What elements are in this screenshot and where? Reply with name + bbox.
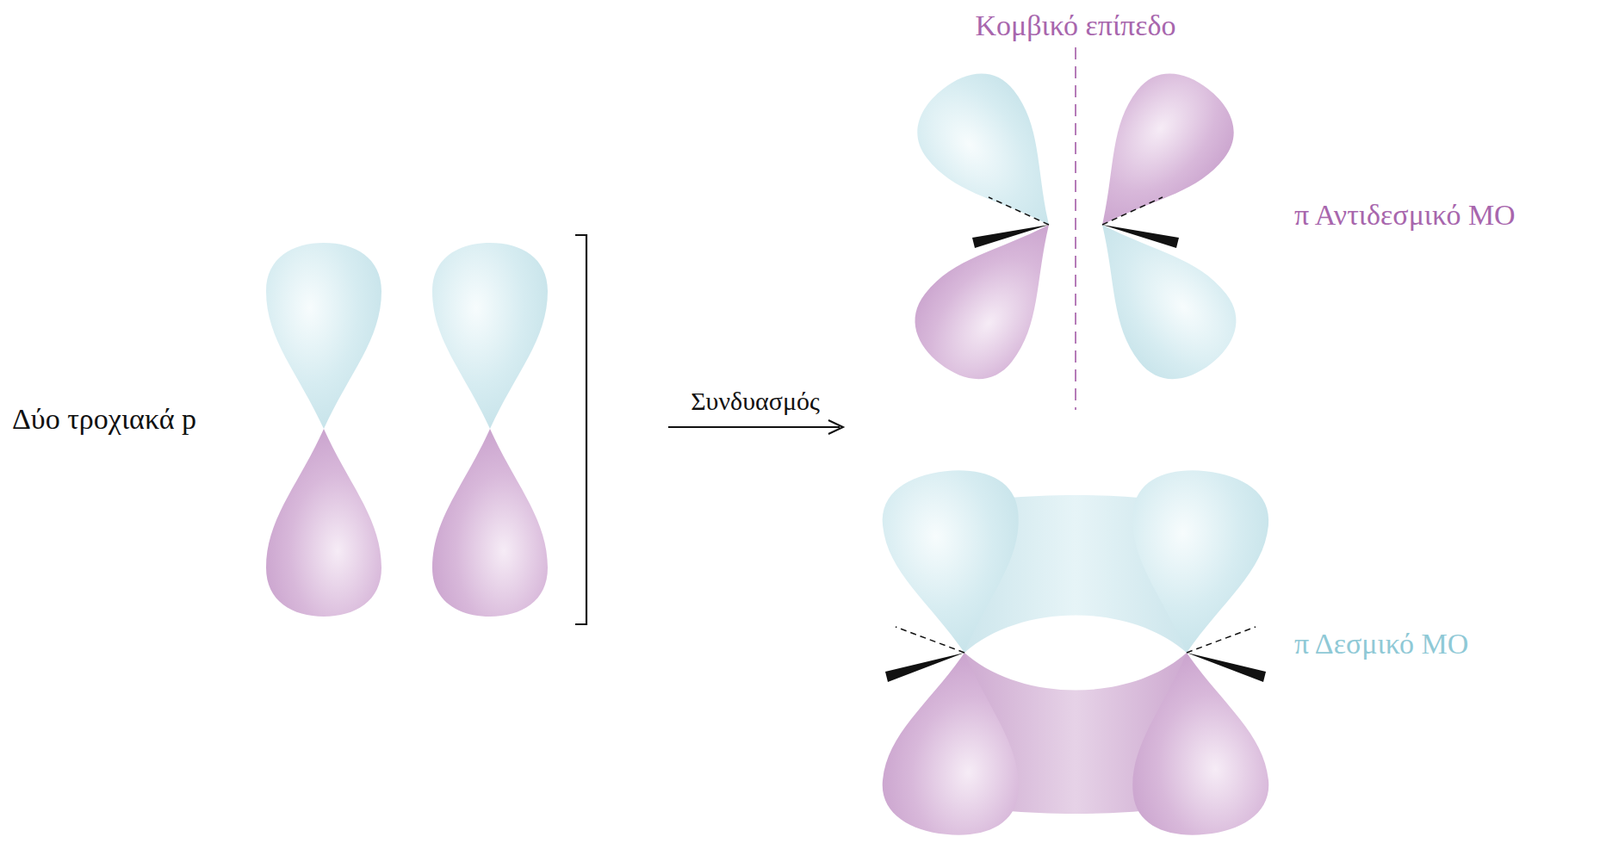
orbital-lobe xyxy=(1118,464,1273,660)
orbital-lobe xyxy=(266,242,382,429)
orbital-lobe xyxy=(266,428,382,617)
orbital-lobe xyxy=(1059,55,1253,259)
arrow-label: Συνδυασμός xyxy=(690,386,820,417)
orbital-lobe xyxy=(896,191,1092,398)
orbital-lobe xyxy=(1059,191,1255,398)
antibonding-label: π Αντιδεσμικό MO xyxy=(1294,198,1516,232)
orbital-lobe xyxy=(1118,645,1273,842)
axis-wedges xyxy=(885,197,1266,683)
orbital-lobe xyxy=(877,645,1032,842)
nodal-plane xyxy=(1074,47,1077,410)
bracket xyxy=(575,235,587,625)
arrow-head xyxy=(828,420,844,435)
orbital-lobe xyxy=(432,242,548,429)
bonding-label: π Δεσμικό MO xyxy=(1294,626,1469,661)
orbital-lobe xyxy=(899,55,1092,259)
nodal-plane-label: Κομβικό επίπεδο xyxy=(974,8,1176,43)
orbital-lobe xyxy=(877,464,1032,660)
orbitals-label: Δύο τροχιακά p xyxy=(12,402,197,436)
reaction-arrow xyxy=(668,426,840,428)
orbital-lobe xyxy=(432,428,548,617)
